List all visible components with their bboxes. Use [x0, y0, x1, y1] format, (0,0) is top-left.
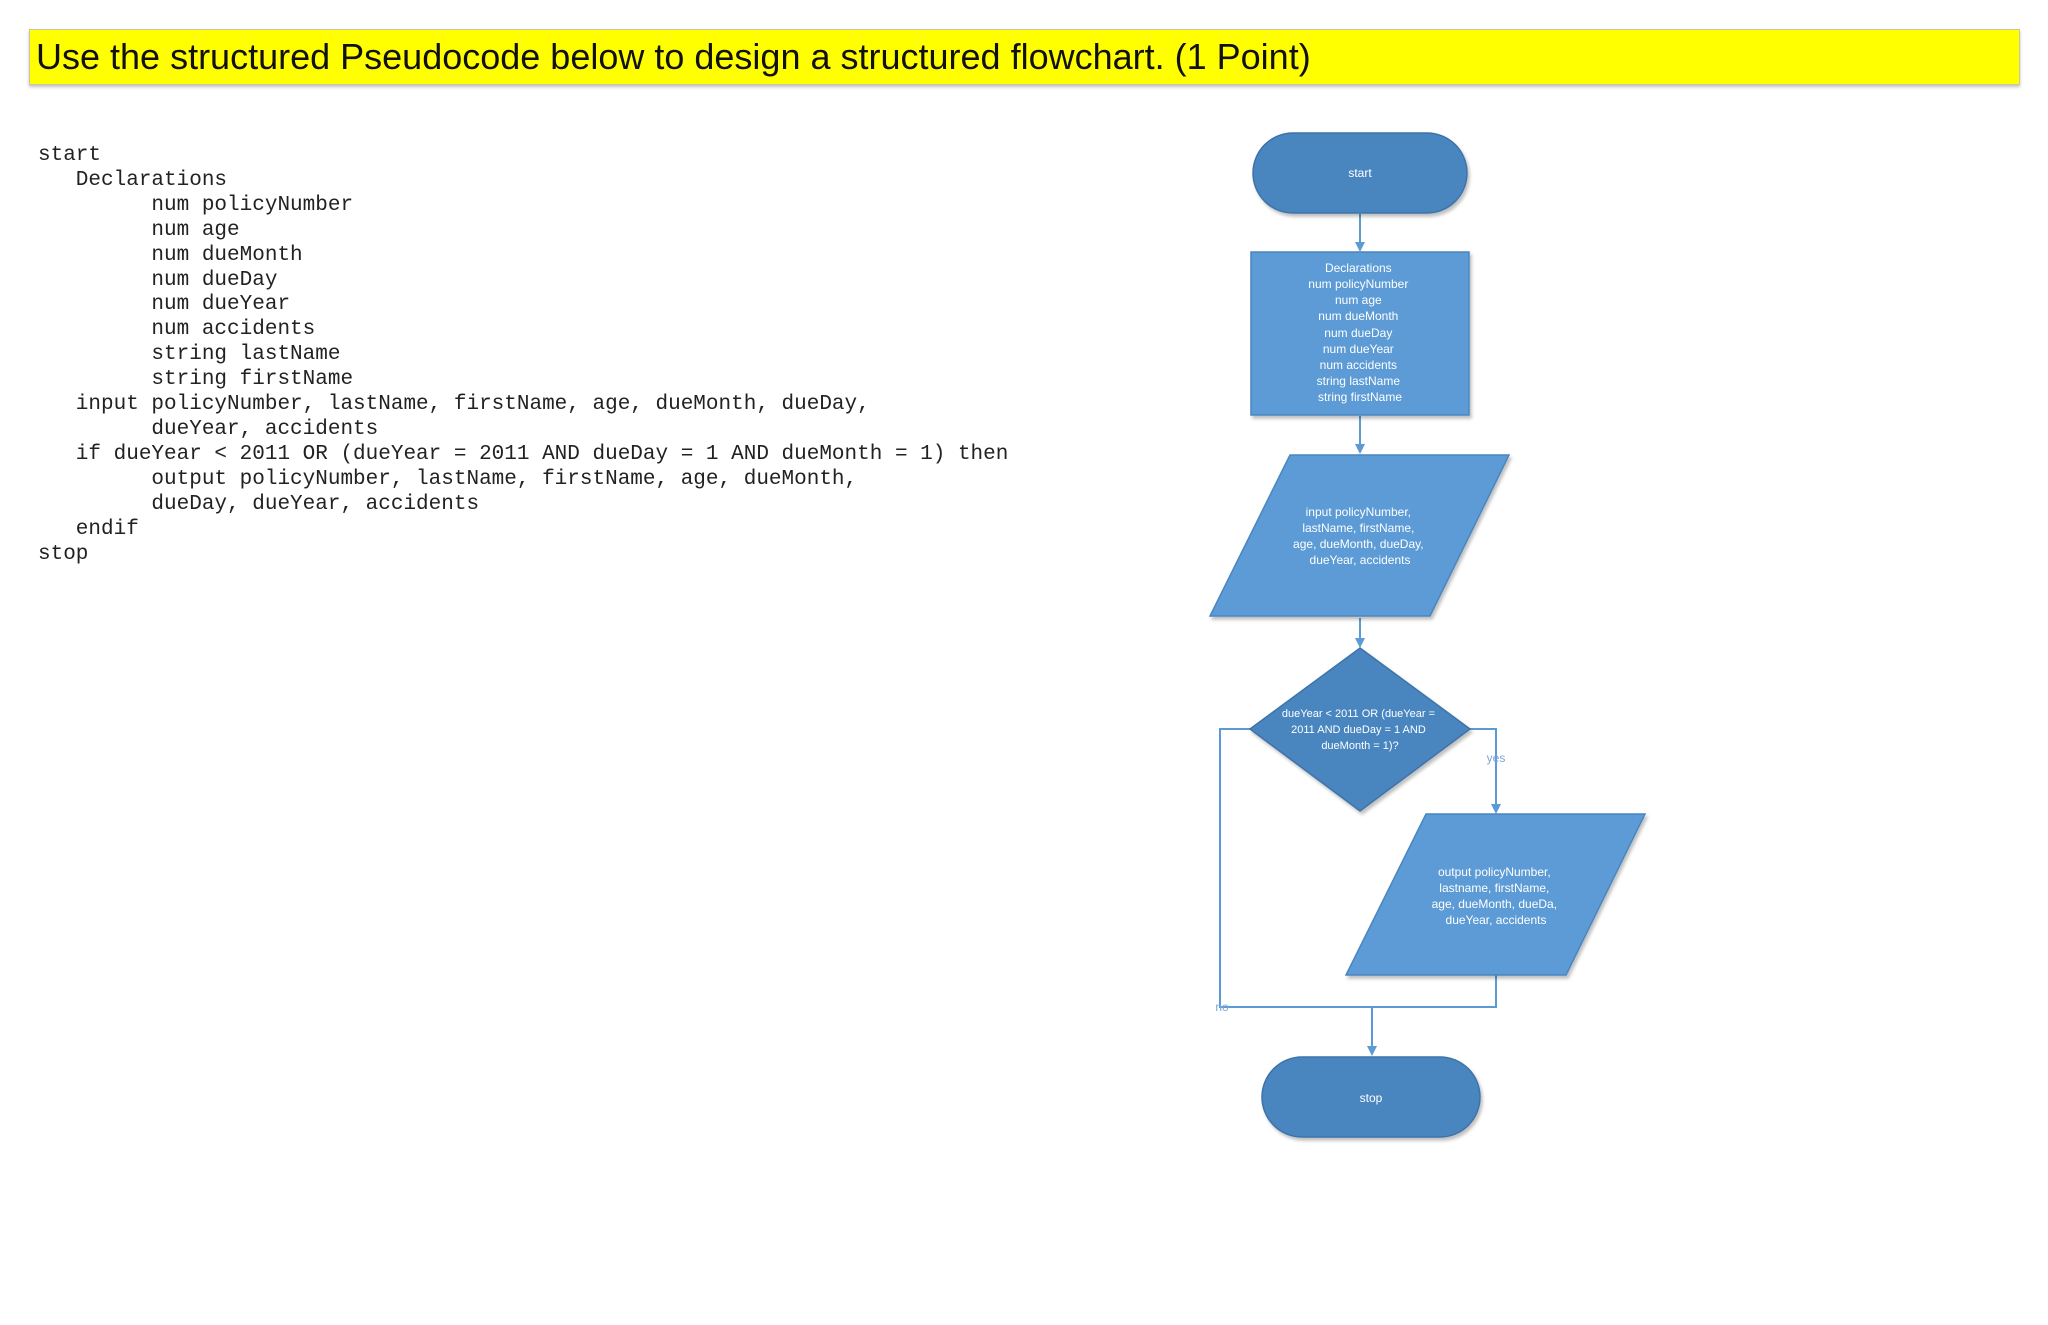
- declarations-line: num age: [1335, 293, 1382, 307]
- stop-label: stop: [1360, 1091, 1383, 1105]
- decision-line: dueYear < 2011 OR (dueYear =: [1282, 708, 1435, 720]
- declarations-line: num accidents: [1320, 358, 1397, 372]
- output-line: output policyNumber,: [1438, 865, 1551, 879]
- pseudocode-line: stop: [38, 542, 89, 566]
- pseudocode-line: Declarations: [38, 168, 228, 192]
- pseudocode-line: num dueDay: [38, 268, 278, 292]
- pseudocode-line: num accidents: [38, 318, 316, 342]
- no-label: no: [1215, 1000, 1229, 1014]
- pseudocode-block: start Declarations num policyNumber num …: [38, 144, 1008, 567]
- pseudocode-line: num age: [38, 218, 240, 242]
- connector-decision-yes: [1470, 728, 1501, 814]
- declarations-process: [1250, 251, 1470, 416]
- decision-line: 2011 AND dueDay = 1 AND: [1291, 724, 1426, 736]
- pseudocode-line: dueDay, dueYear, accidents: [38, 492, 480, 516]
- declarations-line: num dueMonth: [1318, 309, 1398, 323]
- start-terminal: [1252, 132, 1468, 214]
- flow-connectors: [1219, 214, 1501, 1056]
- input-parallelogram: [1208, 454, 1511, 617]
- output-line: lastname, firstName,: [1439, 881, 1549, 895]
- connector-decision-no: [1219, 728, 1372, 1008]
- pseudocode-line: num policyNumber: [38, 193, 354, 217]
- start-label: start: [1348, 166, 1372, 180]
- input-line: age, dueMonth, dueDay,: [1293, 537, 1424, 551]
- page-title: Use the structured Pseudocode below to d…: [29, 29, 2020, 85]
- input-label: input policyNumber, lastName, firstName,…: [1293, 505, 1427, 567]
- decision-label: dueYear < 2011 OR (dueYear = 2011 AND du…: [1282, 708, 1438, 752]
- input-line: lastName, firstName,: [1302, 521, 1414, 535]
- pseudocode-line: input policyNumber, lastName, firstName,…: [38, 393, 870, 417]
- connector-output-merge: [1372, 975, 1497, 1008]
- pseudocode-line: num dueYear: [38, 293, 291, 317]
- output-parallelogram: [1344, 813, 1647, 976]
- pseudocode-line: string firstName: [38, 368, 354, 392]
- declarations-line: num dueYear: [1323, 342, 1394, 356]
- output-line: age, dueMonth, dueDa,: [1432, 897, 1557, 911]
- output-label: output policyNumber, lastname, firstName…: [1432, 865, 1561, 927]
- decision-diamond: [1248, 647, 1472, 812]
- decision-line: dueMonth = 1)?: [1321, 740, 1398, 752]
- declarations-label: Declarations num policyNumber num age nu…: [1308, 261, 1411, 404]
- pseudocode-line: endif: [38, 517, 139, 541]
- pseudocode-line: if dueYear < 2011 OR (dueYear = 2011 AND…: [38, 442, 1009, 466]
- pseudocode-line: output policyNumber, lastName, firstName…: [38, 467, 858, 491]
- input-line: input policyNumber,: [1306, 505, 1411, 519]
- yes-label: yes: [1487, 751, 1506, 765]
- input-line: dueYear, accidents: [1310, 553, 1411, 567]
- pseudocode-line: dueYear, accidents: [38, 417, 379, 441]
- pseudocode-line: num dueMonth: [38, 243, 303, 267]
- stop-terminal: [1261, 1056, 1481, 1138]
- declarations-line: num dueDay: [1324, 326, 1392, 340]
- declarations-line: num policyNumber: [1308, 277, 1408, 291]
- declarations-line: Declarations: [1325, 261, 1392, 275]
- pseudocode-line: string lastName: [38, 343, 341, 367]
- pseudocode-line: start: [38, 144, 102, 167]
- declarations-line: string firstName: [1318, 390, 1402, 404]
- output-line: dueYear, accidents: [1446, 913, 1547, 927]
- declarations-line: string lastName: [1317, 374, 1401, 388]
